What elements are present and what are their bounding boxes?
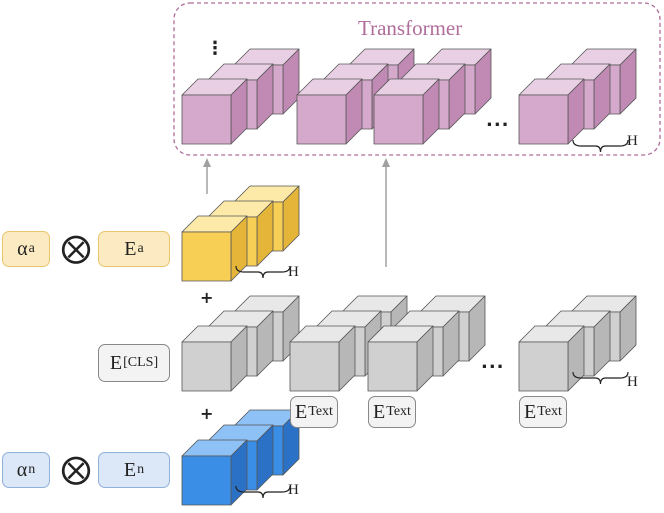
ellipsis-text: ... — [481, 352, 505, 373]
transformer-box — [173, 2, 661, 156]
arrow-head-text — [382, 158, 390, 167]
cls-stack-cube-0-front — [181, 341, 232, 392]
brace-audio — [235, 265, 291, 279]
brace-numeric — [235, 485, 291, 499]
cls-stack-cube-0 — [181, 325, 248, 392]
alpha-n-label: α — [16, 458, 28, 481]
text-stack-1-cube-0 — [289, 325, 356, 392]
e-cls-label: E — [109, 351, 123, 374]
vdots-transformer: ⋮ — [206, 38, 224, 59]
brace-transformer — [572, 139, 629, 153]
transformer-stack-4-cube-0 — [518, 78, 585, 145]
alpha-n-subscript: n — [28, 462, 36, 477]
h-label-text: H — [627, 374, 638, 390]
h-label-numeric: H — [288, 482, 299, 498]
transformer-stack-1-cube-0 — [181, 78, 248, 145]
transformer-stack-2-cube-0 — [296, 78, 363, 145]
plus-audio-cls: + — [200, 288, 214, 307]
audio-stack-cube-0-front — [181, 231, 232, 282]
e-text-label-3: E — [524, 400, 537, 423]
transformer-stack-4-cube-0-front — [518, 94, 569, 145]
e-n-label: E — [123, 458, 137, 481]
text-stack-3-cube-0-front — [518, 341, 569, 392]
e-text-label-1: E — [295, 400, 308, 423]
transformer-stack-3-cube-0 — [373, 78, 440, 145]
e-text-subscript-1: Text — [308, 404, 333, 419]
e-a-label: E — [124, 237, 137, 260]
text-stack-2-cube-0-front — [367, 341, 418, 392]
otimes-numeric: ⨂ — [61, 452, 91, 487]
alpha-a-subscript: a — [28, 241, 35, 256]
text-stack-2-cube-0 — [367, 325, 434, 392]
alpha-a-label: α — [17, 237, 28, 260]
e-cls-subscript: [CLS] — [123, 355, 159, 370]
e-text-subscript-2: Text — [386, 404, 411, 419]
otimes-audio: ⨂ — [61, 231, 91, 266]
text-stack-3-cube-0 — [518, 325, 585, 392]
plus-cls-numeric: + — [200, 404, 214, 423]
e-n-subscript: n — [137, 462, 145, 477]
e-text-label-2: E — [373, 400, 386, 423]
numeric-stack-cube-0 — [181, 439, 248, 506]
transformer-stack-3-cube-0-front — [373, 94, 424, 145]
text-stack-1-cube-0-front — [289, 341, 340, 392]
h-label-transformer: H — [627, 133, 638, 149]
transformer-title: Transformer — [358, 16, 463, 40]
numeric-stack-cube-0-front — [181, 455, 232, 506]
e-a-subscript: a — [137, 241, 144, 256]
audio-stack-cube-0 — [181, 215, 248, 282]
e-text-subscript-3: Text — [537, 404, 562, 419]
brace-text — [572, 371, 629, 385]
transformer-stack-1-cube-0-front — [181, 94, 232, 145]
e-cls-box: E[CLS] — [98, 344, 170, 382]
ellipsis-transformer: ... — [486, 110, 510, 131]
transformer-stack-2-cube-0-front — [296, 94, 347, 145]
h-label-audio: H — [288, 264, 299, 280]
arrow-head-audio — [203, 158, 211, 167]
